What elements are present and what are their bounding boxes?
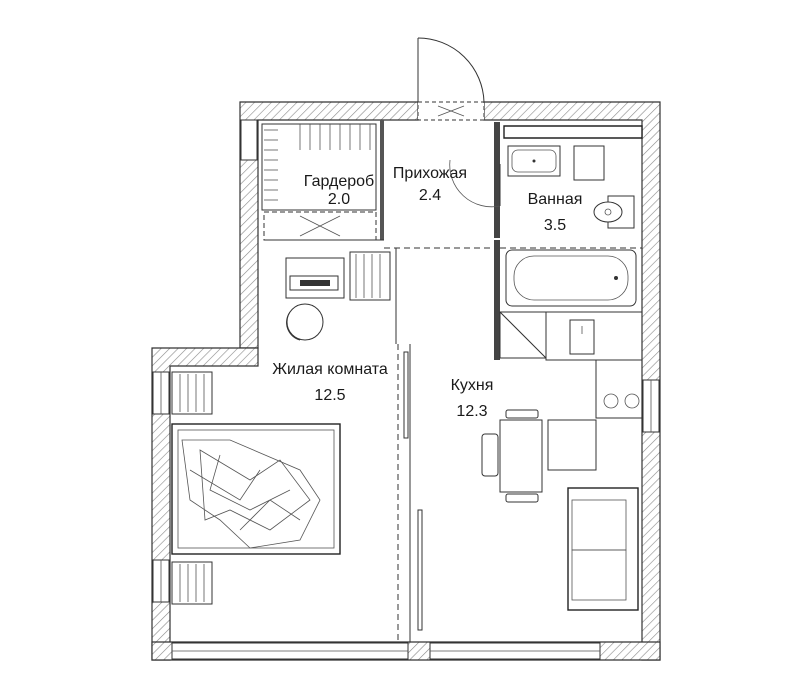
room-area-hallway: 2.4 xyxy=(419,187,441,204)
entrance-door xyxy=(417,37,485,121)
exterior-walls xyxy=(151,101,661,661)
room-name-living: Жилая комната xyxy=(272,361,388,378)
room-name-bathroom: Ванная xyxy=(528,191,583,208)
bathroom-fixtures xyxy=(503,125,643,307)
room-labels: Гардероб 2.0 Прихожая 2.4 Ванная 3.5 Жил… xyxy=(272,165,582,420)
room-name-hallway: Прихожая xyxy=(393,165,467,182)
room-name-wardrobe: Гардероб xyxy=(304,173,374,190)
kitchen-furniture xyxy=(481,409,639,611)
room-area-wardrobe: 2.0 xyxy=(328,191,350,208)
interior-walls xyxy=(263,120,643,642)
room-area-kitchen: 12.3 xyxy=(456,403,487,420)
room-area-bathroom: 3.5 xyxy=(544,217,566,234)
room-name-kitchen: Кухня xyxy=(451,377,494,394)
wardrobe-shelving xyxy=(261,123,377,211)
living-furniture xyxy=(171,251,391,605)
room-area-living: 12.5 xyxy=(314,387,345,404)
